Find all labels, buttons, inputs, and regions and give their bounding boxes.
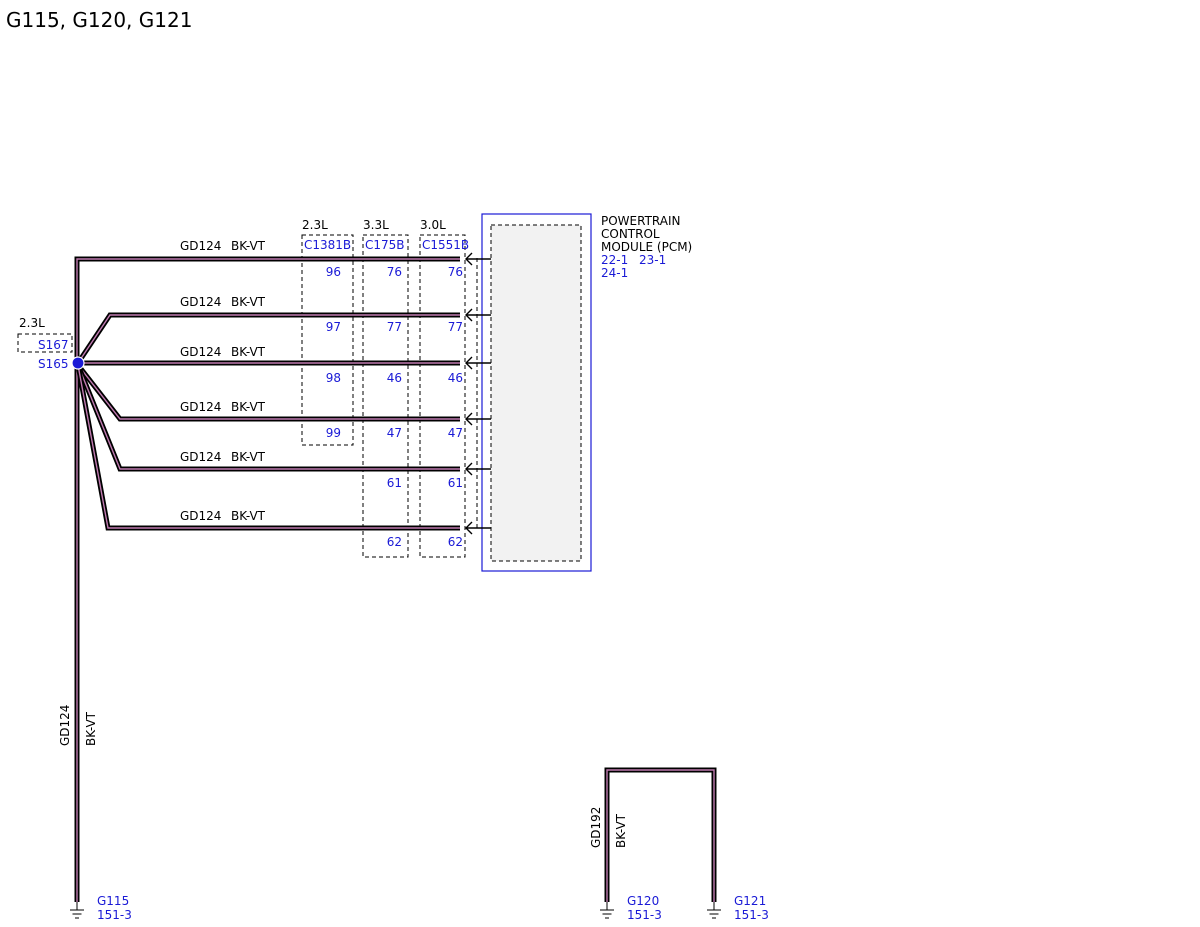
connector-c175b-id: C175B [365,238,405,252]
connector-c1381b-id: C1381B [304,238,351,252]
pcm-name-line-1: POWERTRAIN [601,214,681,228]
c175b-pin-4: 47 [387,426,402,440]
ground-g121-icon [707,902,721,919]
wire-branch-6 [75,364,460,531]
pcm-name-line-2: CONTROL [601,227,660,241]
ground-g120-icon [600,902,614,919]
pcm-ref-2: 23-1 [639,253,666,267]
branch-6-color: BK-VT [231,509,266,523]
c1551b-pin-4: 47 [448,426,463,440]
ground-wire-circuit: GD192 [589,807,603,848]
ground-wire-color: BK-VT [614,813,628,848]
splice-s167-box [17,333,73,353]
c1551b-pin-1: 76 [448,265,463,279]
pcm-ref-3: 24-1 [601,266,628,280]
branch-2-circuit: GD124 [180,295,221,309]
connector-c175b-box [362,234,409,558]
wire-branch-2 [75,312,460,365]
c175b-pin-2: 77 [387,320,402,334]
c1551b-pin-6: 62 [448,535,463,549]
ground-g115-icon [70,902,84,919]
branch-1-color: BK-VT [231,239,266,253]
connector-c1551b-id: C1551B [422,238,469,252]
c175b-pin-1: 76 [387,265,402,279]
c1551b-pin-3: 46 [448,371,463,385]
splice-s165-dot [71,356,85,370]
branch-4-circuit: GD124 [180,400,221,414]
branch-5-color: BK-VT [231,450,266,464]
branch-6-circuit: GD124 [180,509,221,523]
wire-ground-loop [604,767,717,902]
ground-g115-ref: 151-3 [97,908,132,922]
pcm-pin-arrows [465,252,491,535]
c175b-pin-5: 61 [387,476,402,490]
ground-g115-label: G115 [97,894,129,908]
wire-branch-4 [76,363,460,422]
pcm-name-line-3: MODULE (PCM) [601,240,692,254]
wire-branch-5 [75,364,460,472]
branch-3-color: BK-VT [231,345,266,359]
ground-g120-label: G120 [627,894,659,908]
branch-5-circuit: GD124 [180,450,221,464]
connector-c1381b-box [301,234,354,446]
c1381b-pin-3: 98 [326,371,341,385]
pcm-module [481,213,592,572]
page-title: G115, G120, G121 [6,8,192,32]
splice-s165-label: S165 [38,357,69,371]
branch-3-circuit: GD124 [180,345,221,359]
c1381b-pin-2: 97 [326,320,341,334]
wire-trunk [74,256,460,902]
ground-g121-ref: 151-3 [734,908,769,922]
trunk-wire-color: BK-VT [84,711,98,746]
branch-4-color: BK-VT [231,400,266,414]
ground-g121-label: G121 [734,894,766,908]
trunk-wire-circuit: GD124 [58,705,72,746]
c175b-pin-6: 62 [387,535,402,549]
connector-c175b-variant: 3.3L [363,218,389,232]
c1551b-pin-5: 61 [448,476,463,490]
c1551b-pin-2: 77 [448,320,463,334]
c1381b-pin-4: 99 [326,426,341,440]
connector-c1381b-variant: 2.3L [302,218,328,232]
branch-2-color: BK-VT [231,295,266,309]
ground-g120-ref: 151-3 [627,908,662,922]
connector-c1551b-box [419,234,466,558]
c1381b-pin-1: 96 [326,265,341,279]
c175b-pin-3: 46 [387,371,402,385]
pcm-ref-1: 22-1 [601,253,628,267]
splice-s167-label: S167 [38,338,69,352]
connector-c1551b-variant: 3.0L [420,218,446,232]
splice-s167-variant: 2.3L [19,316,45,330]
branch-1-circuit: GD124 [180,239,221,253]
